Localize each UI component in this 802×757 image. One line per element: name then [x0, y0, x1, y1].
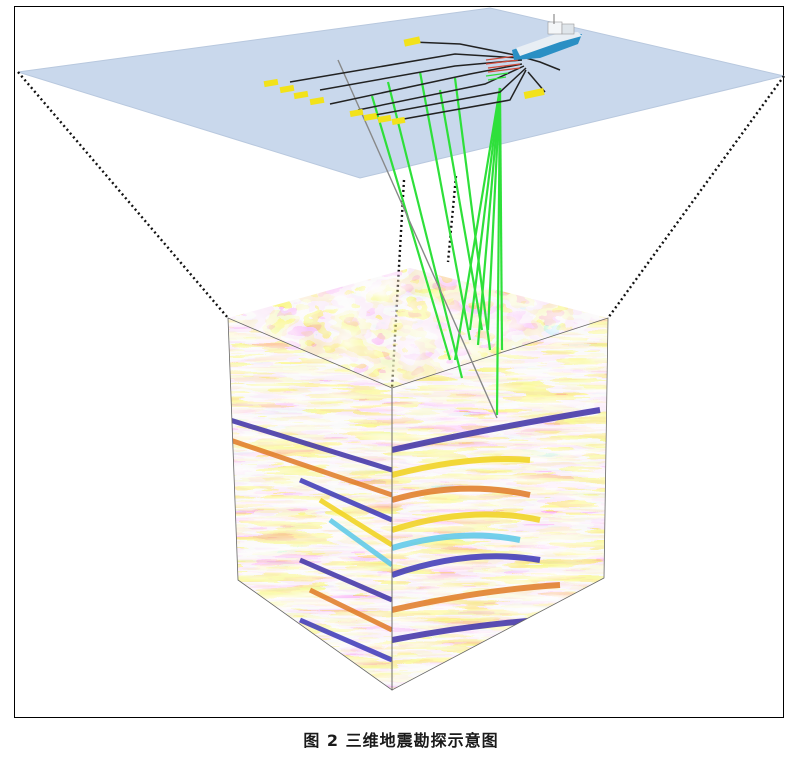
- seismic-rays: [370, 71, 504, 416]
- streamer-cables: [289, 41, 561, 121]
- airgun-array: [485, 55, 521, 81]
- sea-surface-plane: [17, 7, 785, 179]
- ship-icon: [512, 14, 582, 60]
- seismic-cube: [227, 268, 609, 691]
- receiver-buoys: [263, 36, 545, 125]
- projection-lines: [17, 71, 785, 389]
- figure-caption: 图 2 三维地震勘探示意图: [303, 731, 499, 750]
